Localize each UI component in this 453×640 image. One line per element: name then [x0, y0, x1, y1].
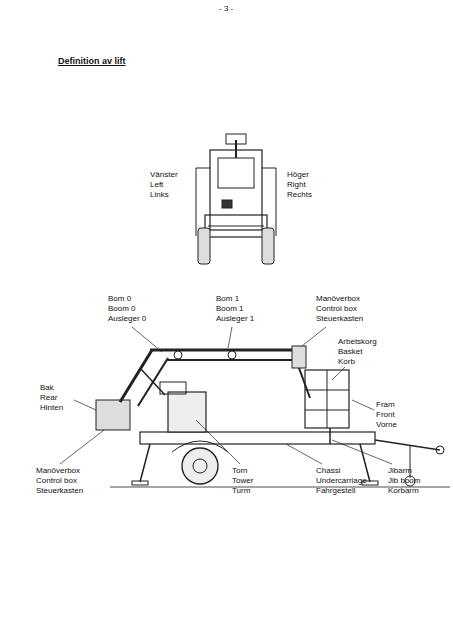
side-label: Rechts — [287, 190, 312, 200]
part-label: Ausleger 0 — [108, 314, 146, 324]
direction-label: Front — [376, 410, 395, 420]
direction-label: Vorne — [376, 420, 397, 430]
part-label: Arbetskorg — [338, 337, 377, 347]
part-label: Jib boom — [388, 476, 420, 486]
side-label: Vänster — [150, 170, 178, 180]
part-label: Bom 1 — [216, 294, 239, 304]
part-label: Korb — [338, 357, 355, 367]
direction-label: Fram — [376, 400, 395, 410]
part-label: Undercarriage — [316, 476, 367, 486]
part-label: Manöverbox — [316, 294, 360, 304]
part-label: Boom 1 — [216, 304, 244, 314]
part-label: Turm — [232, 486, 250, 496]
side-label: Höger — [287, 170, 309, 180]
part-label: Manöverbox — [36, 466, 80, 476]
side-label: Left — [150, 180, 163, 190]
part-label: Jibarm — [388, 466, 412, 476]
part-label: Korbarm — [388, 486, 419, 496]
part-label: Chassi — [316, 466, 340, 476]
page-heading: Definition av lift — [58, 56, 126, 66]
part-label: Boom 0 — [108, 304, 136, 314]
part-label: Fahrgestell — [316, 486, 356, 496]
part-label: Ausleger 1 — [216, 314, 254, 324]
direction-label: Rear — [40, 393, 57, 403]
part-label: Steuerkasten — [36, 486, 83, 496]
direction-label: Bak — [40, 383, 54, 393]
page-number: - 3 - — [219, 4, 233, 14]
direction-label: Hinten — [40, 403, 63, 413]
part-label: Steuerkasten — [316, 314, 363, 324]
side-view — [60, 327, 450, 487]
front-view — [196, 134, 276, 264]
part-label: Control box — [316, 304, 357, 314]
part-label: Tower — [232, 476, 253, 486]
part-label: Control box — [36, 476, 77, 486]
part-label: Torn — [232, 466, 248, 476]
part-label: Basket — [338, 347, 362, 357]
side-label: Right — [287, 180, 306, 190]
part-label: Bom 0 — [108, 294, 131, 304]
side-label: Links — [150, 190, 169, 200]
